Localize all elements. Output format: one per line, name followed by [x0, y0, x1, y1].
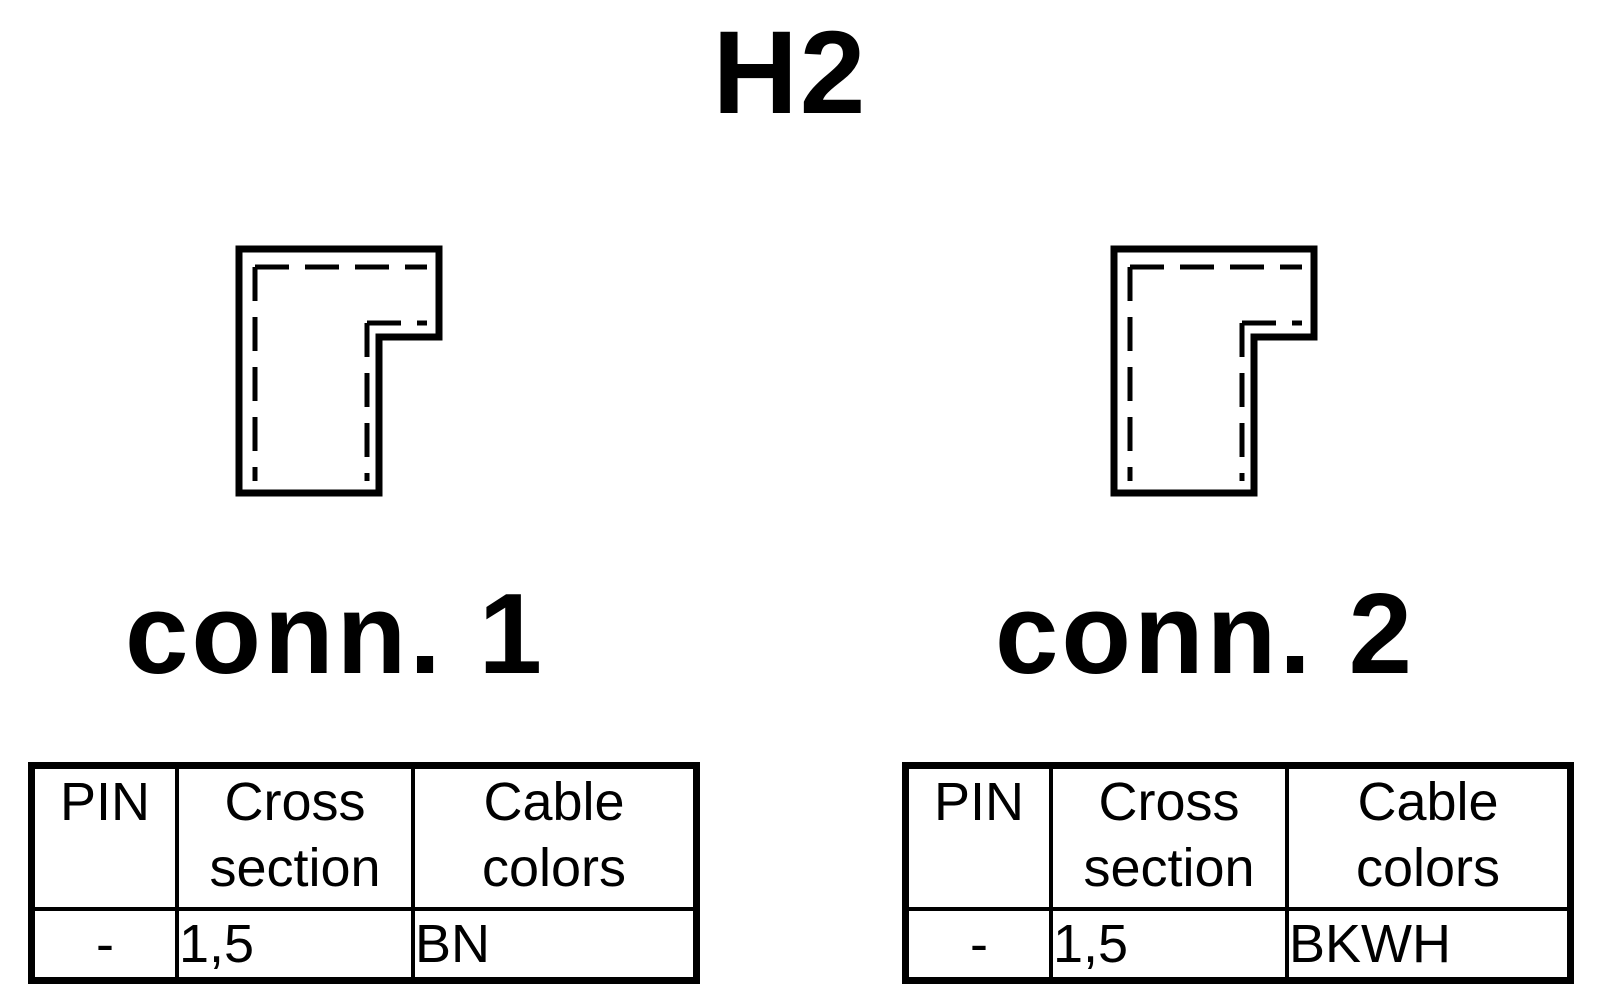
- header-cable-colors-line2: colors: [481, 838, 627, 898]
- cell-cable-color: BN: [411, 907, 699, 983]
- connector-1-pin-table: PIN Cross section Cable colors - 1,5 BN: [28, 762, 700, 984]
- connector-2-symbol-icon: [1110, 245, 1318, 497]
- cell-cable-color: BKWH: [1285, 907, 1573, 983]
- connector-2-label: conn. 2: [995, 571, 1416, 698]
- header-cable-colors-line2: colors: [1355, 838, 1501, 898]
- header-cross-section: Cross section: [1049, 763, 1289, 911]
- header-cable-colors: Cable colors: [1285, 763, 1573, 911]
- table-row: - 1,5 BKWH: [903, 907, 1573, 983]
- connector-1-label: conn. 1: [125, 571, 546, 698]
- table-header-row: PIN Cross section Cable colors: [29, 763, 699, 911]
- header-cable-colors-line1: Cable: [1357, 772, 1499, 832]
- header-pin: PIN: [903, 763, 1053, 911]
- table-header-row: PIN Cross section Cable colors: [903, 763, 1573, 911]
- header-cross-section-line2: section: [1083, 838, 1255, 898]
- header-pin: PIN: [29, 763, 179, 911]
- diagram-title: H2: [712, 7, 868, 139]
- cell-cross-section: 1,5: [175, 907, 415, 983]
- cell-pin: -: [903, 907, 1053, 983]
- header-pin-label: PIN: [933, 772, 1025, 832]
- header-pin-label: PIN: [59, 772, 151, 832]
- header-cross-section-line1: Cross: [224, 772, 366, 832]
- header-cable-colors-line1: Cable: [483, 772, 625, 832]
- header-cable-colors: Cable colors: [411, 763, 699, 911]
- cell-cross-section: 1,5: [1049, 907, 1289, 983]
- header-cross-section: Cross section: [175, 763, 415, 911]
- connector-2-pin-table: PIN Cross section Cable colors - 1,5 BKW…: [902, 762, 1574, 984]
- header-cross-section-line2: section: [209, 838, 381, 898]
- cell-pin: -: [29, 907, 179, 983]
- connector-1-symbol-icon: [235, 245, 443, 497]
- header-cross-section-line1: Cross: [1098, 772, 1240, 832]
- table-row: - 1,5 BN: [29, 907, 699, 983]
